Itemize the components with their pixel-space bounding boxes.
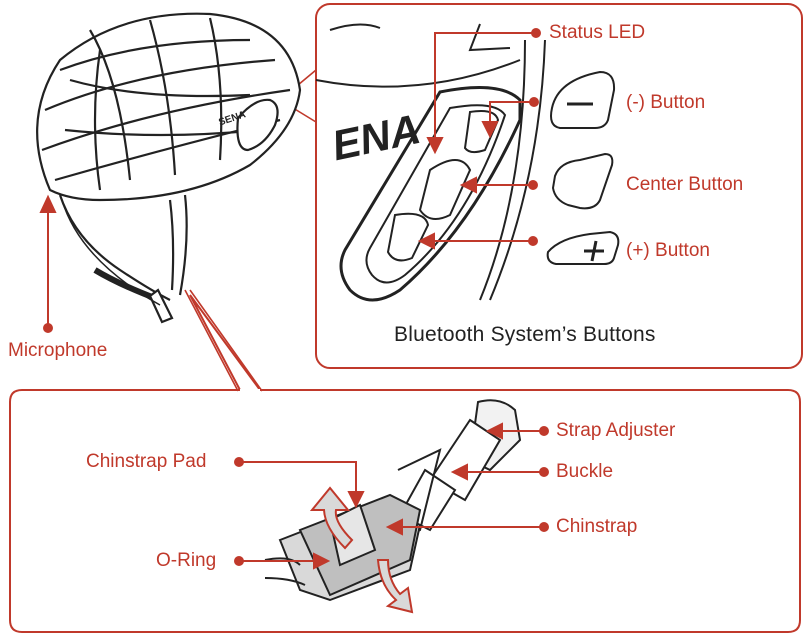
- chinstrap-label: Chinstrap: [556, 516, 638, 537]
- buttons-caption: Bluetooth System’s Buttons: [394, 323, 656, 346]
- chinstrap-leader: [385, 518, 549, 536]
- minus-button-label: (-) Button: [626, 92, 706, 113]
- buckle-leader: [450, 463, 549, 481]
- o-ring-leader: [234, 552, 331, 570]
- plus-button-icon: [546, 230, 620, 265]
- rotation-arrows: [309, 486, 414, 614]
- microphone-label: Microphone: [8, 340, 108, 361]
- plus-button-label: (+) Button: [626, 240, 710, 261]
- center-button-label: Center Button: [626, 174, 744, 195]
- status-led-label: Status LED: [549, 22, 646, 43]
- chinstrap-detail-panel: [9, 294, 801, 633]
- status-led-leader: [426, 28, 541, 155]
- chinstrap-pad-label: Chinstrap Pad: [86, 451, 207, 472]
- chinstrap-pad-leader: [234, 457, 365, 509]
- plus-button-leader: [417, 232, 538, 250]
- strap-adjuster-label: Strap Adjuster: [556, 420, 676, 441]
- o-ring-label: O-Ring: [156, 550, 217, 571]
- minus-button-icon: [550, 70, 616, 129]
- center-button-icon: [551, 152, 614, 210]
- helmet-illustration: [36, 12, 302, 324]
- center-button-leader: [459, 176, 538, 194]
- buckle-label: Buckle: [556, 461, 614, 482]
- strap-adjuster-leader: [485, 422, 549, 440]
- bluetooth-device-closeup: [315, 23, 546, 302]
- microphone-leader: [39, 194, 57, 333]
- minus-button-leader: [481, 97, 539, 139]
